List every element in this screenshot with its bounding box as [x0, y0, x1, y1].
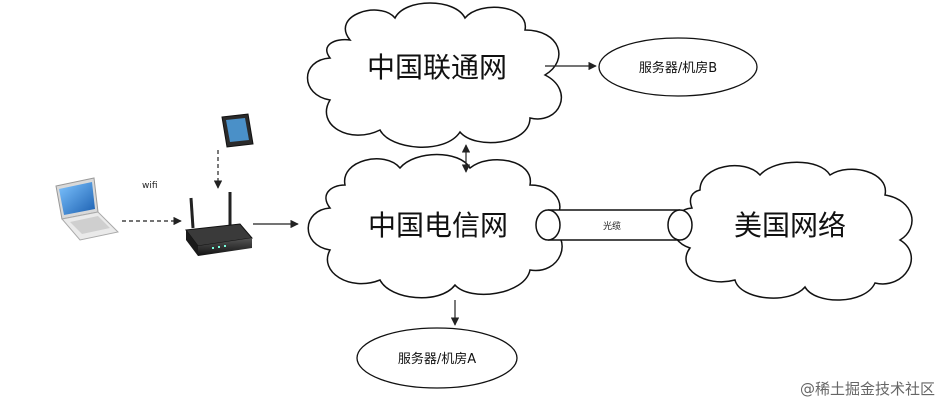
server-a-node: 服务器/机房A	[356, 327, 518, 389]
server-b-node: 服务器/机房B	[598, 37, 758, 97]
fiber-cable: 光缆	[535, 209, 693, 241]
unicom-cloud-label: 中国联通网	[367, 51, 507, 84]
wifi-label: wifi	[142, 181, 158, 191]
usa-cloud: 美国网络	[671, 161, 913, 301]
server-b-label: 服务器/机房B	[639, 60, 717, 76]
usa-cloud-label: 美国网络	[734, 209, 846, 242]
unicom-cloud: 中国联通网	[306, 2, 563, 148]
telecom-cloud-label: 中国电信网	[368, 209, 508, 242]
fiber-label: 光缆	[603, 220, 621, 232]
tablet-icon	[221, 113, 254, 148]
server-a-label: 服务器/机房A	[398, 351, 476, 367]
telecom-cloud: 中国电信网	[307, 153, 563, 299]
watermark-text: @稀土掘金技术社区	[799, 380, 935, 398]
router-icon	[185, 192, 253, 256]
laptop-icon	[55, 177, 120, 241]
